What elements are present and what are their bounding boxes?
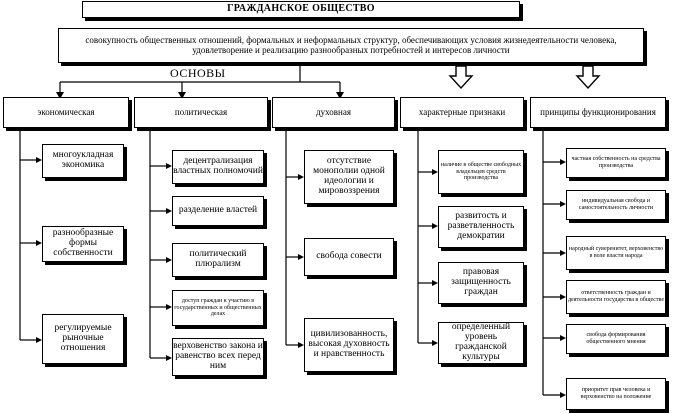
category-economic: экономическая xyxy=(3,97,129,128)
definition-box: совокупность общественных отношений, фор… xyxy=(58,28,644,63)
feature-item: наличие в обществе свободных владельцев … xyxy=(438,150,524,194)
category-principles: принципы функционирования xyxy=(530,97,666,128)
feature-item: определенный уровень гражданской культур… xyxy=(438,322,524,364)
spiritual-item: свобода совести xyxy=(304,238,394,276)
political-item: децентрализация властных полномочий xyxy=(172,150,264,184)
definition-text: совокупность общественных отношений, фор… xyxy=(85,35,617,55)
economic-item: регулируемые рыночные отношения xyxy=(42,314,124,364)
category-features: характерные признаки xyxy=(400,97,524,128)
spiritual-item: отсутствие монополии одной идеологии и м… xyxy=(304,150,394,204)
principle-item: индивидуальная свобода и самостоятельнос… xyxy=(566,190,666,220)
title-text: ГРАЖДАНСКОЕ ОБЩЕСТВО xyxy=(227,3,375,15)
political-item: доступ граждан к участию в государственн… xyxy=(172,290,264,326)
category-spiritual: духовная xyxy=(272,97,395,128)
feature-item: развитость и разветвленность демократии xyxy=(438,206,524,248)
political-item: верховенство закона и равенство всех пер… xyxy=(172,338,264,376)
principle-item: приоритет прав человека и верховенство н… xyxy=(566,378,666,410)
principle-item: частная собственность на средства произв… xyxy=(566,148,666,178)
feature-item: правовая защищенность граждан xyxy=(438,262,524,304)
block-arrows xyxy=(448,65,601,90)
economic-item: разнообразные формы собственности xyxy=(42,226,124,262)
economic-item: многоукладная экономика xyxy=(42,144,124,178)
political-item: разделение властей xyxy=(172,196,264,226)
spiritual-item: цивилизованность, высокая духовность и н… xyxy=(304,318,394,372)
principle-item: свобода формирования общественного мнени… xyxy=(566,324,666,354)
basis-label: ОСНОВЫ xyxy=(170,66,226,80)
political-item: политический плюрализм xyxy=(172,243,264,277)
page-title: ГРАЖДАНСКОЕ ОБЩЕСТВО xyxy=(82,1,520,18)
principle-item: народный суверенитет, верховенство в вол… xyxy=(566,236,666,270)
category-political: политическая xyxy=(134,97,268,128)
principle-item: ответственность граждан и деятельности г… xyxy=(566,280,666,314)
